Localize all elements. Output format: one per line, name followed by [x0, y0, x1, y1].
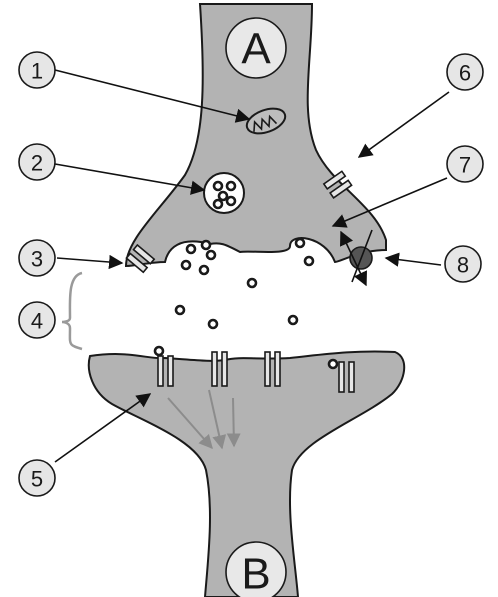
cell-a-label: A: [241, 25, 271, 74]
callout-3: 3: [19, 240, 55, 276]
callout-5: 5: [19, 460, 55, 496]
callout-2-number: 2: [31, 151, 43, 176]
callout-3-number: 3: [31, 247, 43, 272]
callout-2: 2: [19, 144, 55, 180]
callout-5-number: 5: [31, 467, 43, 492]
callout-6: 6: [447, 54, 483, 90]
callout-1-number: 1: [31, 59, 43, 84]
synaptic-vesicle-icon: [204, 173, 244, 213]
cell-b-label: B: [241, 550, 270, 597]
cell-b-badge: B: [226, 542, 286, 597]
callout-1: 1: [19, 52, 55, 88]
callout-4-number: 4: [31, 309, 43, 334]
cell-a-badge: A: [226, 18, 286, 78]
neurotransmitters: [155, 261, 337, 368]
synaptic-cleft-bracket: [62, 273, 82, 349]
callout-7: 7: [447, 146, 483, 182]
callout-6-number: 6: [459, 61, 471, 86]
callout-8: 8: [445, 246, 481, 282]
callout-4: 4: [19, 302, 55, 338]
callout-7-number: 7: [459, 153, 471, 178]
callout-8-number: 8: [457, 253, 469, 278]
